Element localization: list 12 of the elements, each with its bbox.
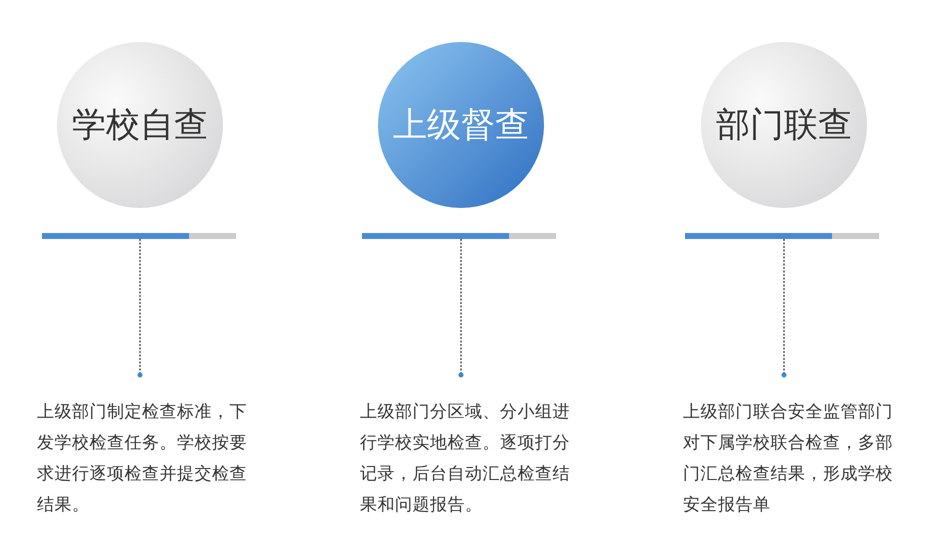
dotted-connector xyxy=(138,239,142,378)
description-text: 上级部门制定检查标准，下发学校检查任务。学校按要求进行逐项检查并提交检查结果。 xyxy=(37,401,248,516)
circle-label: 上级督查 xyxy=(393,108,529,142)
dotted-connector xyxy=(458,239,464,378)
dotted-connector xyxy=(782,239,786,378)
progress-bar xyxy=(42,233,236,239)
description-text: 上级部门分区域、分小组进行学校实地检查。逐项打分记录，后台自动汇总检查结果和问题报告。 xyxy=(360,401,571,516)
progress-bar xyxy=(362,233,556,239)
circle-label: 部门联查 xyxy=(716,108,852,142)
progress-bar xyxy=(685,233,879,239)
description-text: 上级部门联合安全监管部门对下属学校联合检查，多部门汇总检查结果，形成学校安全报告单 xyxy=(683,401,894,516)
circle-label: 学校自查 xyxy=(72,108,208,142)
